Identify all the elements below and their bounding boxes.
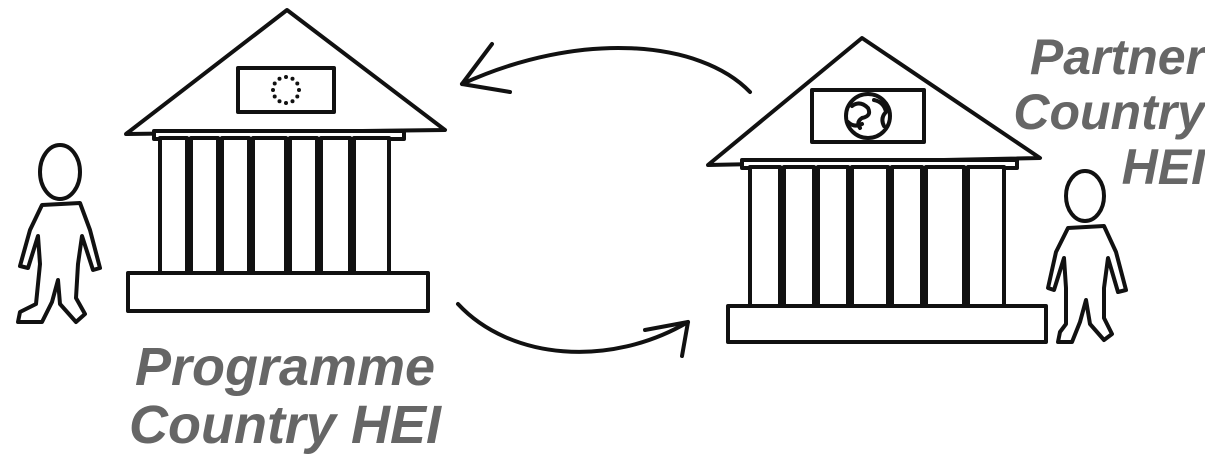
programme-person-icon (18, 145, 100, 322)
eu-star-icon (291, 77, 295, 81)
programme-label-line2: Country HEI (95, 396, 475, 454)
partner-country-label: Partner Country HEI (985, 30, 1205, 195)
eu-star-icon (291, 99, 295, 103)
eu-star-icon (284, 75, 288, 79)
eu-star-icon (278, 77, 282, 81)
curved-arrow-left-icon (462, 44, 750, 92)
globe-flag-icon (812, 90, 924, 142)
eu-star-icon (278, 99, 282, 103)
curved-arrow-right-icon (458, 304, 688, 356)
programme-country-label: Programme Country HEI (95, 338, 475, 454)
partner-label-line2: Country (985, 85, 1205, 140)
partner-label-line3: HEI (985, 140, 1205, 195)
partner-building-columns (750, 167, 1004, 307)
eu-star-icon (271, 88, 275, 92)
eu-star-icon (295, 82, 299, 86)
eu-star-icon (297, 88, 301, 92)
eu-star-icon (273, 82, 277, 86)
programme-building-icon (126, 10, 445, 311)
partner-label-line1: Partner (985, 30, 1205, 85)
eu-flag-icon (238, 68, 334, 112)
eu-star-icon (295, 95, 299, 99)
programme-label-line1: Programme (95, 338, 475, 396)
programme-building-columns (160, 138, 389, 273)
eu-star-icon (284, 101, 288, 105)
partner-person-icon (1048, 171, 1126, 342)
eu-star-icon (273, 95, 277, 99)
